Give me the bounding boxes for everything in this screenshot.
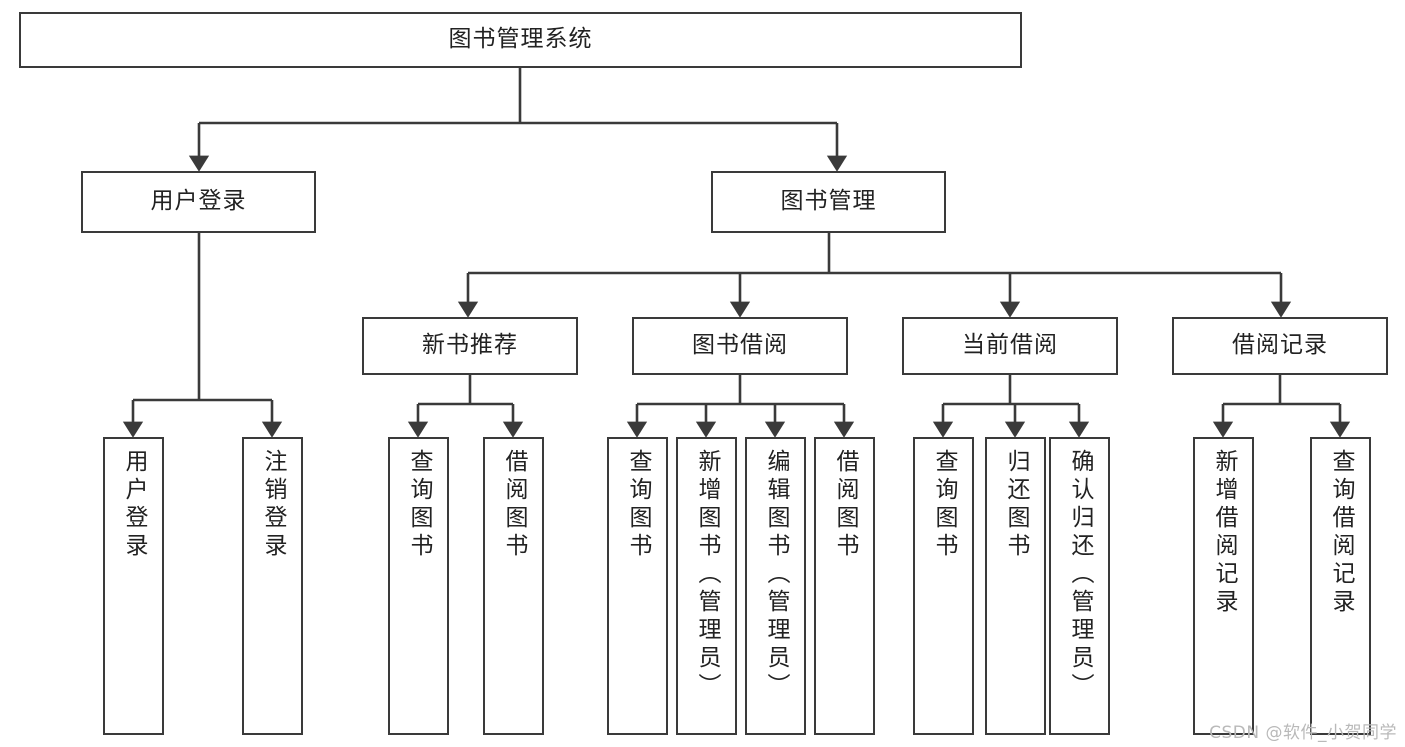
node-book-borrow-label: 图书借阅 (692, 332, 788, 359)
leaf-borrow-book-2[interactable]: 借阅图书 (814, 437, 875, 735)
leaf-query-record[interactable]: 查询借阅记录 (1310, 437, 1371, 735)
leaf-edit-book[interactable]: 编辑图书（管理员） (745, 437, 806, 735)
leaf-add-record[interactable]: 新增借阅记录 (1193, 437, 1254, 735)
node-user-login[interactable]: 用户登录 (81, 171, 316, 233)
node-current-borrow-label: 当前借阅 (962, 332, 1058, 359)
leaf-confirm-return[interactable]: 确认归还（管理员） (1049, 437, 1110, 735)
leaf-add-book[interactable]: 新增图书（管理员） (676, 437, 737, 735)
leaf-logout-label: 注销登录 (260, 449, 286, 561)
node-book-manage-label: 图书管理 (780, 188, 877, 215)
leaf-query-record-label: 查询借阅记录 (1328, 449, 1354, 617)
node-borrow-record-label: 借阅记录 (1232, 332, 1328, 359)
leaf-edit-book-label: 编辑图书（管理员） (763, 449, 789, 701)
leaf-query-book-1-label: 查询图书 (406, 449, 432, 561)
leaf-borrow-book-1-label: 借阅图书 (501, 449, 527, 561)
leaf-logout[interactable]: 注销登录 (242, 437, 303, 735)
leaf-query-book-3-label: 查询图书 (931, 449, 957, 561)
leaf-borrow-book-2-label: 借阅图书 (832, 449, 858, 561)
leaf-return-book[interactable]: 归还图书 (985, 437, 1046, 735)
leaf-borrow-book-1[interactable]: 借阅图书 (483, 437, 544, 735)
leaf-return-book-label: 归还图书 (1003, 449, 1029, 561)
node-borrow-record[interactable]: 借阅记录 (1172, 317, 1388, 375)
leaf-query-book-3[interactable]: 查询图书 (913, 437, 974, 735)
node-root[interactable]: 图书管理系统 (19, 12, 1022, 68)
leaf-query-book-1[interactable]: 查询图书 (388, 437, 449, 735)
leaf-add-record-label: 新增借阅记录 (1211, 449, 1237, 617)
leaf-query-book-2-label: 查询图书 (625, 449, 651, 561)
node-root-label: 图书管理系统 (448, 26, 593, 53)
leaf-user-login-label: 用户登录 (121, 449, 147, 561)
leaf-user-login[interactable]: 用户登录 (103, 437, 164, 735)
node-user-login-label: 用户登录 (150, 188, 247, 215)
node-current-borrow[interactable]: 当前借阅 (902, 317, 1118, 375)
leaf-query-book-2[interactable]: 查询图书 (607, 437, 668, 735)
node-new-book-rec[interactable]: 新书推荐 (362, 317, 578, 375)
node-new-book-rec-label: 新书推荐 (422, 332, 518, 359)
node-book-manage[interactable]: 图书管理 (711, 171, 946, 233)
leaf-add-book-label: 新增图书（管理员） (694, 449, 720, 701)
csdn-watermark: CSDN @软件_小贺同学 (1209, 723, 1397, 743)
leaf-confirm-return-label: 确认归还（管理员） (1067, 449, 1093, 701)
node-book-borrow[interactable]: 图书借阅 (632, 317, 848, 375)
